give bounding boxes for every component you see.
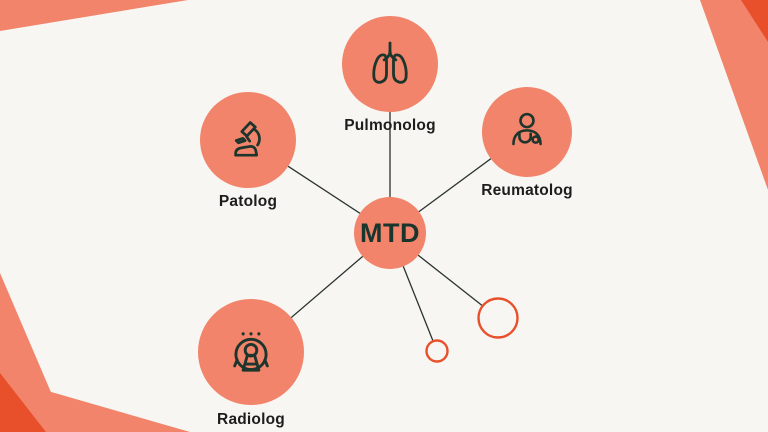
node-label-patolog: Patolog [218,193,278,210]
corner-triangle-bottom-left-dark [0,373,46,432]
node-radiolog: Radiolog [198,299,304,428]
node-patolog: Patolog [200,92,296,210]
node-circle-patolog [200,92,296,188]
ct-scanner-icon [233,332,269,372]
corner-triangle-top-right-dark [741,0,768,42]
node-label-radiolog: Radiolog [217,411,285,428]
microscope-icon [234,121,261,157]
corner-triangle-bottom-left-band [0,387,190,432]
node-reumatolog: Reumatolog [481,87,573,199]
node-mtd-center: MTD [354,197,426,269]
empty-node-circle-large [477,297,519,339]
node-pulmonolog: Pulmonolog [342,16,438,134]
corner-triangle-top-right [700,0,768,190]
empty-node-circle-small [425,339,449,363]
lungs-icon [372,41,408,84]
node-circle-radiolog [198,299,304,405]
node-circle-mtd: MTD [354,197,426,269]
node-label-reumatolog: Reumatolog [481,182,573,199]
node-circle-reumatolog [482,87,572,177]
doctor-icon [512,112,542,146]
center-node-label: MTD [360,217,420,248]
node-label-pulmonolog: Pulmonolog [344,117,436,134]
node-circle-pulmonolog [342,16,438,112]
corner-triangle-top-left [0,0,188,31]
